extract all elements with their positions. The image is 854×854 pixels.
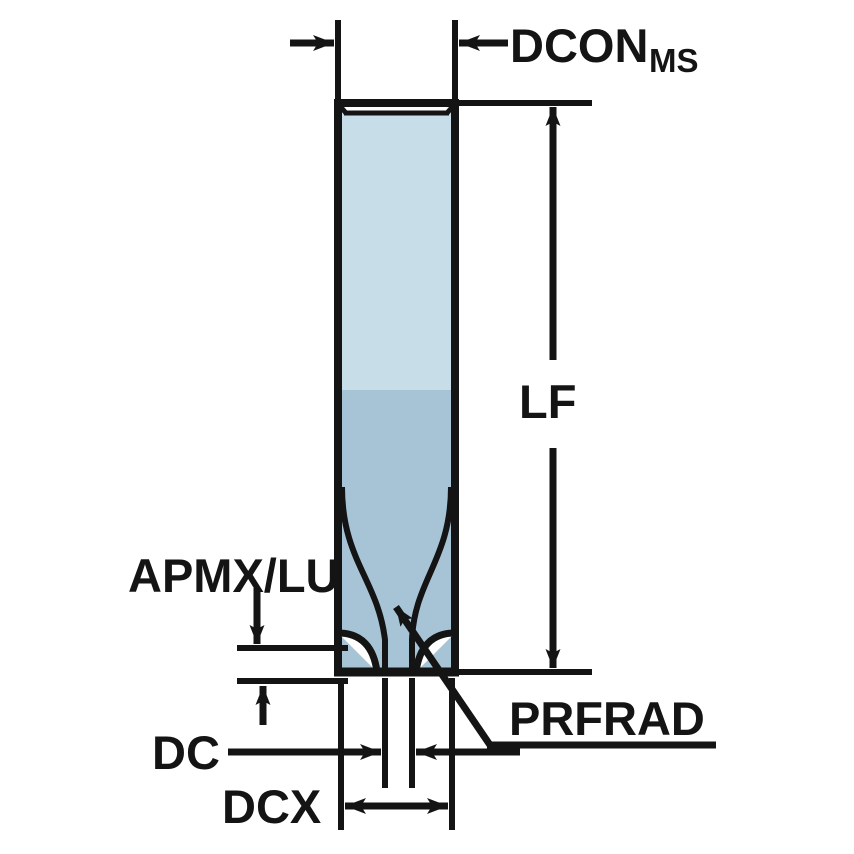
lf-label: LF	[519, 375, 576, 428]
prfrad-leader-line	[393, 605, 493, 747]
corner-radius-right	[412, 629, 456, 673]
dimension-dcx: DCX	[222, 678, 455, 833]
flute-curve-left	[339, 486, 388, 672]
flute-region-fill	[341, 390, 452, 668]
shank-fill	[341, 112, 452, 392]
dcon-subscript-label: MS	[649, 42, 699, 79]
dimension-dcon: DCON MS	[290, 19, 699, 110]
corner-radius-left	[337, 629, 381, 673]
dimension-prfrad: PRFRAD	[393, 605, 716, 749]
prfrad-label: PRFRAD	[509, 692, 705, 745]
apmx-lu-label: APMX/LU	[128, 549, 340, 602]
dimension-apmx-lu: APMX/LU	[128, 549, 348, 725]
dc-label: DC	[152, 726, 220, 779]
dcx-label: DCX	[222, 780, 321, 833]
tool-body	[334, 99, 459, 677]
dimension-dc: DC	[152, 678, 520, 788]
dcon-label: DCON	[510, 19, 648, 72]
dimension-lf: LF	[455, 100, 592, 675]
